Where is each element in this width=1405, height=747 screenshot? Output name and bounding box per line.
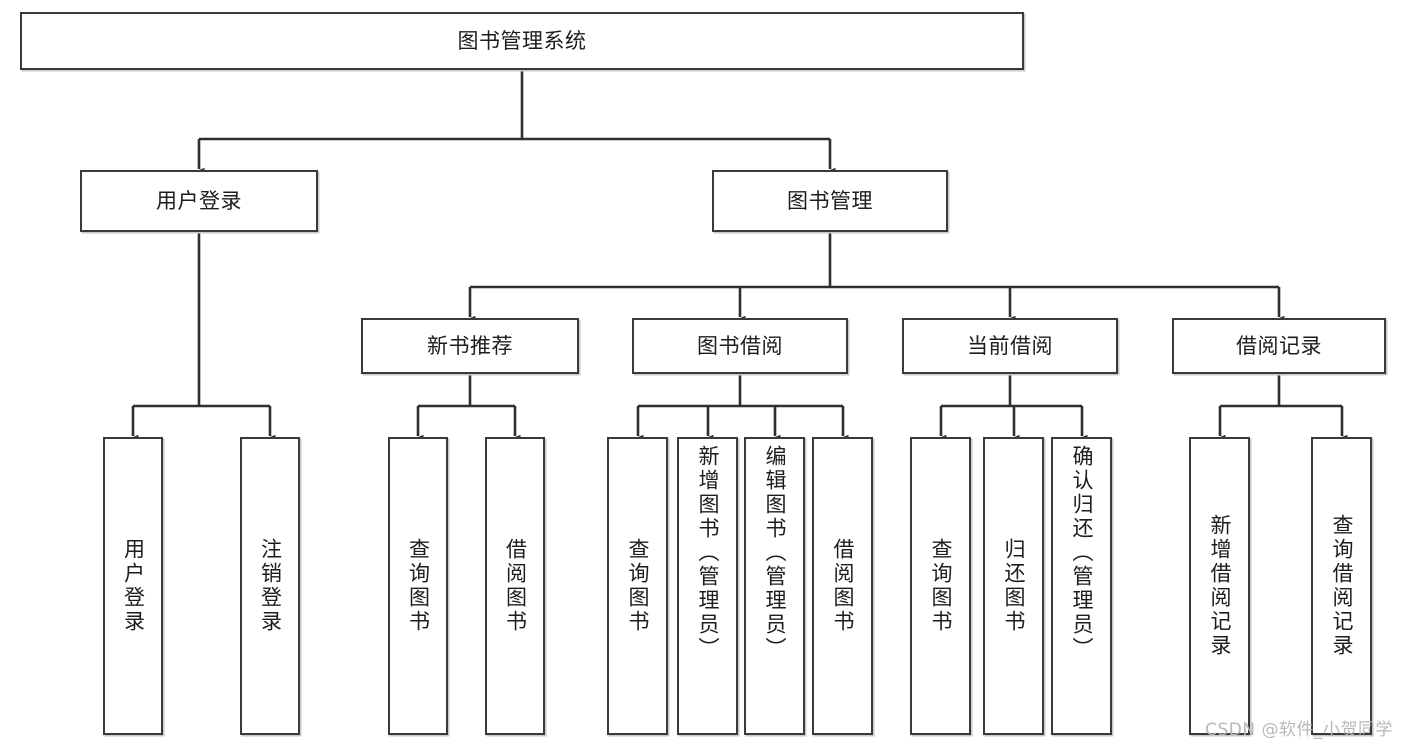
node-leaf-query-record[interactable]: 查询借阅记录 [1311,437,1372,735]
node-leaf-return-book[interactable]: 归还图书 [983,437,1044,735]
node-label: 借阅记录 [1236,333,1322,358]
node-leaf-confirm-return[interactable]: 确认归还（管理员） [1051,437,1112,735]
node-label: 图书借阅 [697,333,783,358]
node-label: 图书管理 [787,188,873,213]
node-leaf-logout[interactable]: 注销登录 [240,437,300,735]
node-leaf-borrow-book-1[interactable]: 借阅图书 [485,437,545,735]
node-label: 用户登录 [156,188,242,213]
node-label: 借阅图书 [503,538,528,634]
watermark-label: CSDN @软件_小贺同学 [1205,720,1393,740]
node-leaf-query-book-1[interactable]: 查询图书 [388,437,448,735]
node-root[interactable]: 图书管理系统 [20,12,1024,70]
node-label: 新书推荐 [427,333,513,358]
node-book-borrow[interactable]: 图书借阅 [632,318,848,374]
node-leaf-add-record[interactable]: 新增借阅记录 [1189,437,1250,735]
node-label: 查询图书 [406,538,431,634]
node-label: 用户登录 [121,538,146,634]
node-leaf-query-book-3[interactable]: 查询图书 [910,437,971,735]
node-label: 编辑图书（管理员） [763,445,787,661]
node-new-book-recommend[interactable]: 新书推荐 [361,318,579,374]
node-leaf-query-book-2[interactable]: 查询图书 [607,437,668,735]
node-current-borrow[interactable]: 当前借阅 [902,318,1118,374]
node-label: 图书管理系统 [457,28,587,53]
node-label: 新增借阅记录 [1208,514,1232,658]
node-label: 查询借阅记录 [1330,514,1354,658]
node-label: 注销登录 [258,538,283,634]
node-leaf-user-login[interactable]: 用户登录 [103,437,163,735]
node-label: 归还图书 [1002,538,1026,634]
node-label: 借阅图书 [831,538,855,634]
node-leaf-borrow-book-2[interactable]: 借阅图书 [812,437,873,735]
node-label: 新增图书（管理员） [696,445,720,661]
node-label: 查询图书 [626,538,650,634]
node-book-manage[interactable]: 图书管理 [712,170,948,232]
node-user-login[interactable]: 用户登录 [80,170,318,232]
node-label: 确认归还（管理员） [1070,445,1094,661]
node-label: 当前借阅 [967,333,1053,358]
node-leaf-add-book[interactable]: 新增图书（管理员） [677,437,738,735]
node-borrow-record[interactable]: 借阅记录 [1172,318,1386,374]
node-label: 查询图书 [929,538,953,634]
node-leaf-edit-book[interactable]: 编辑图书（管理员） [744,437,805,735]
